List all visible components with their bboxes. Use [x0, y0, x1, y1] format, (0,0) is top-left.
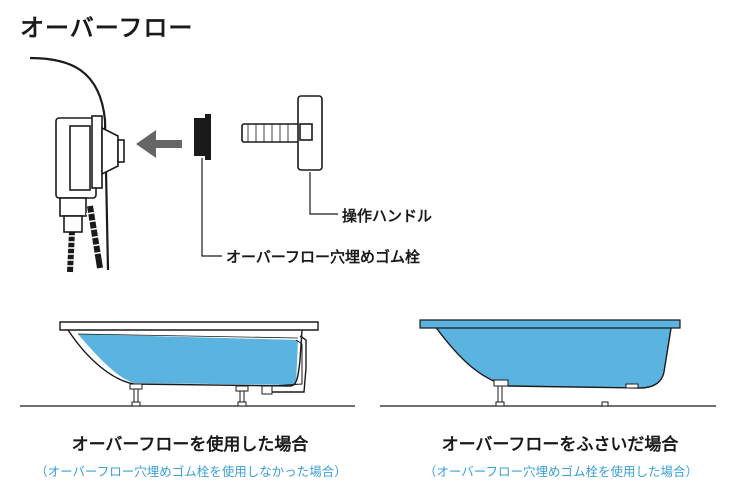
caption-right-subtitle: （オーバーフロー穴埋めゴム栓を使用した場合）	[423, 464, 699, 479]
operating-handle	[241, 95, 323, 171]
direction-arrow-icon	[136, 130, 182, 158]
plug-label: オーバーフロー穴埋めゴム栓	[226, 248, 420, 266]
bathtub-left	[20, 321, 355, 407]
rubber-plug	[194, 114, 211, 160]
caption-left-subtitle: （オーバーフロー穴埋めゴム栓を使用しなかった場合）	[35, 464, 347, 479]
bathtub-right	[380, 319, 716, 407]
handle-label: 操作ハンドル	[342, 207, 433, 225]
page-title: オーバーフロー	[20, 14, 194, 42]
caption-right-title: オーバーフローをふさいだ場合	[441, 435, 679, 455]
plug-leader-line	[201, 158, 222, 257]
tub-wall-section	[29, 56, 110, 271]
caption-left-title: オーバーフローを使用した場合	[71, 435, 309, 455]
handle-leader-line	[309, 172, 338, 215]
overflow-fitting	[55, 115, 125, 273]
